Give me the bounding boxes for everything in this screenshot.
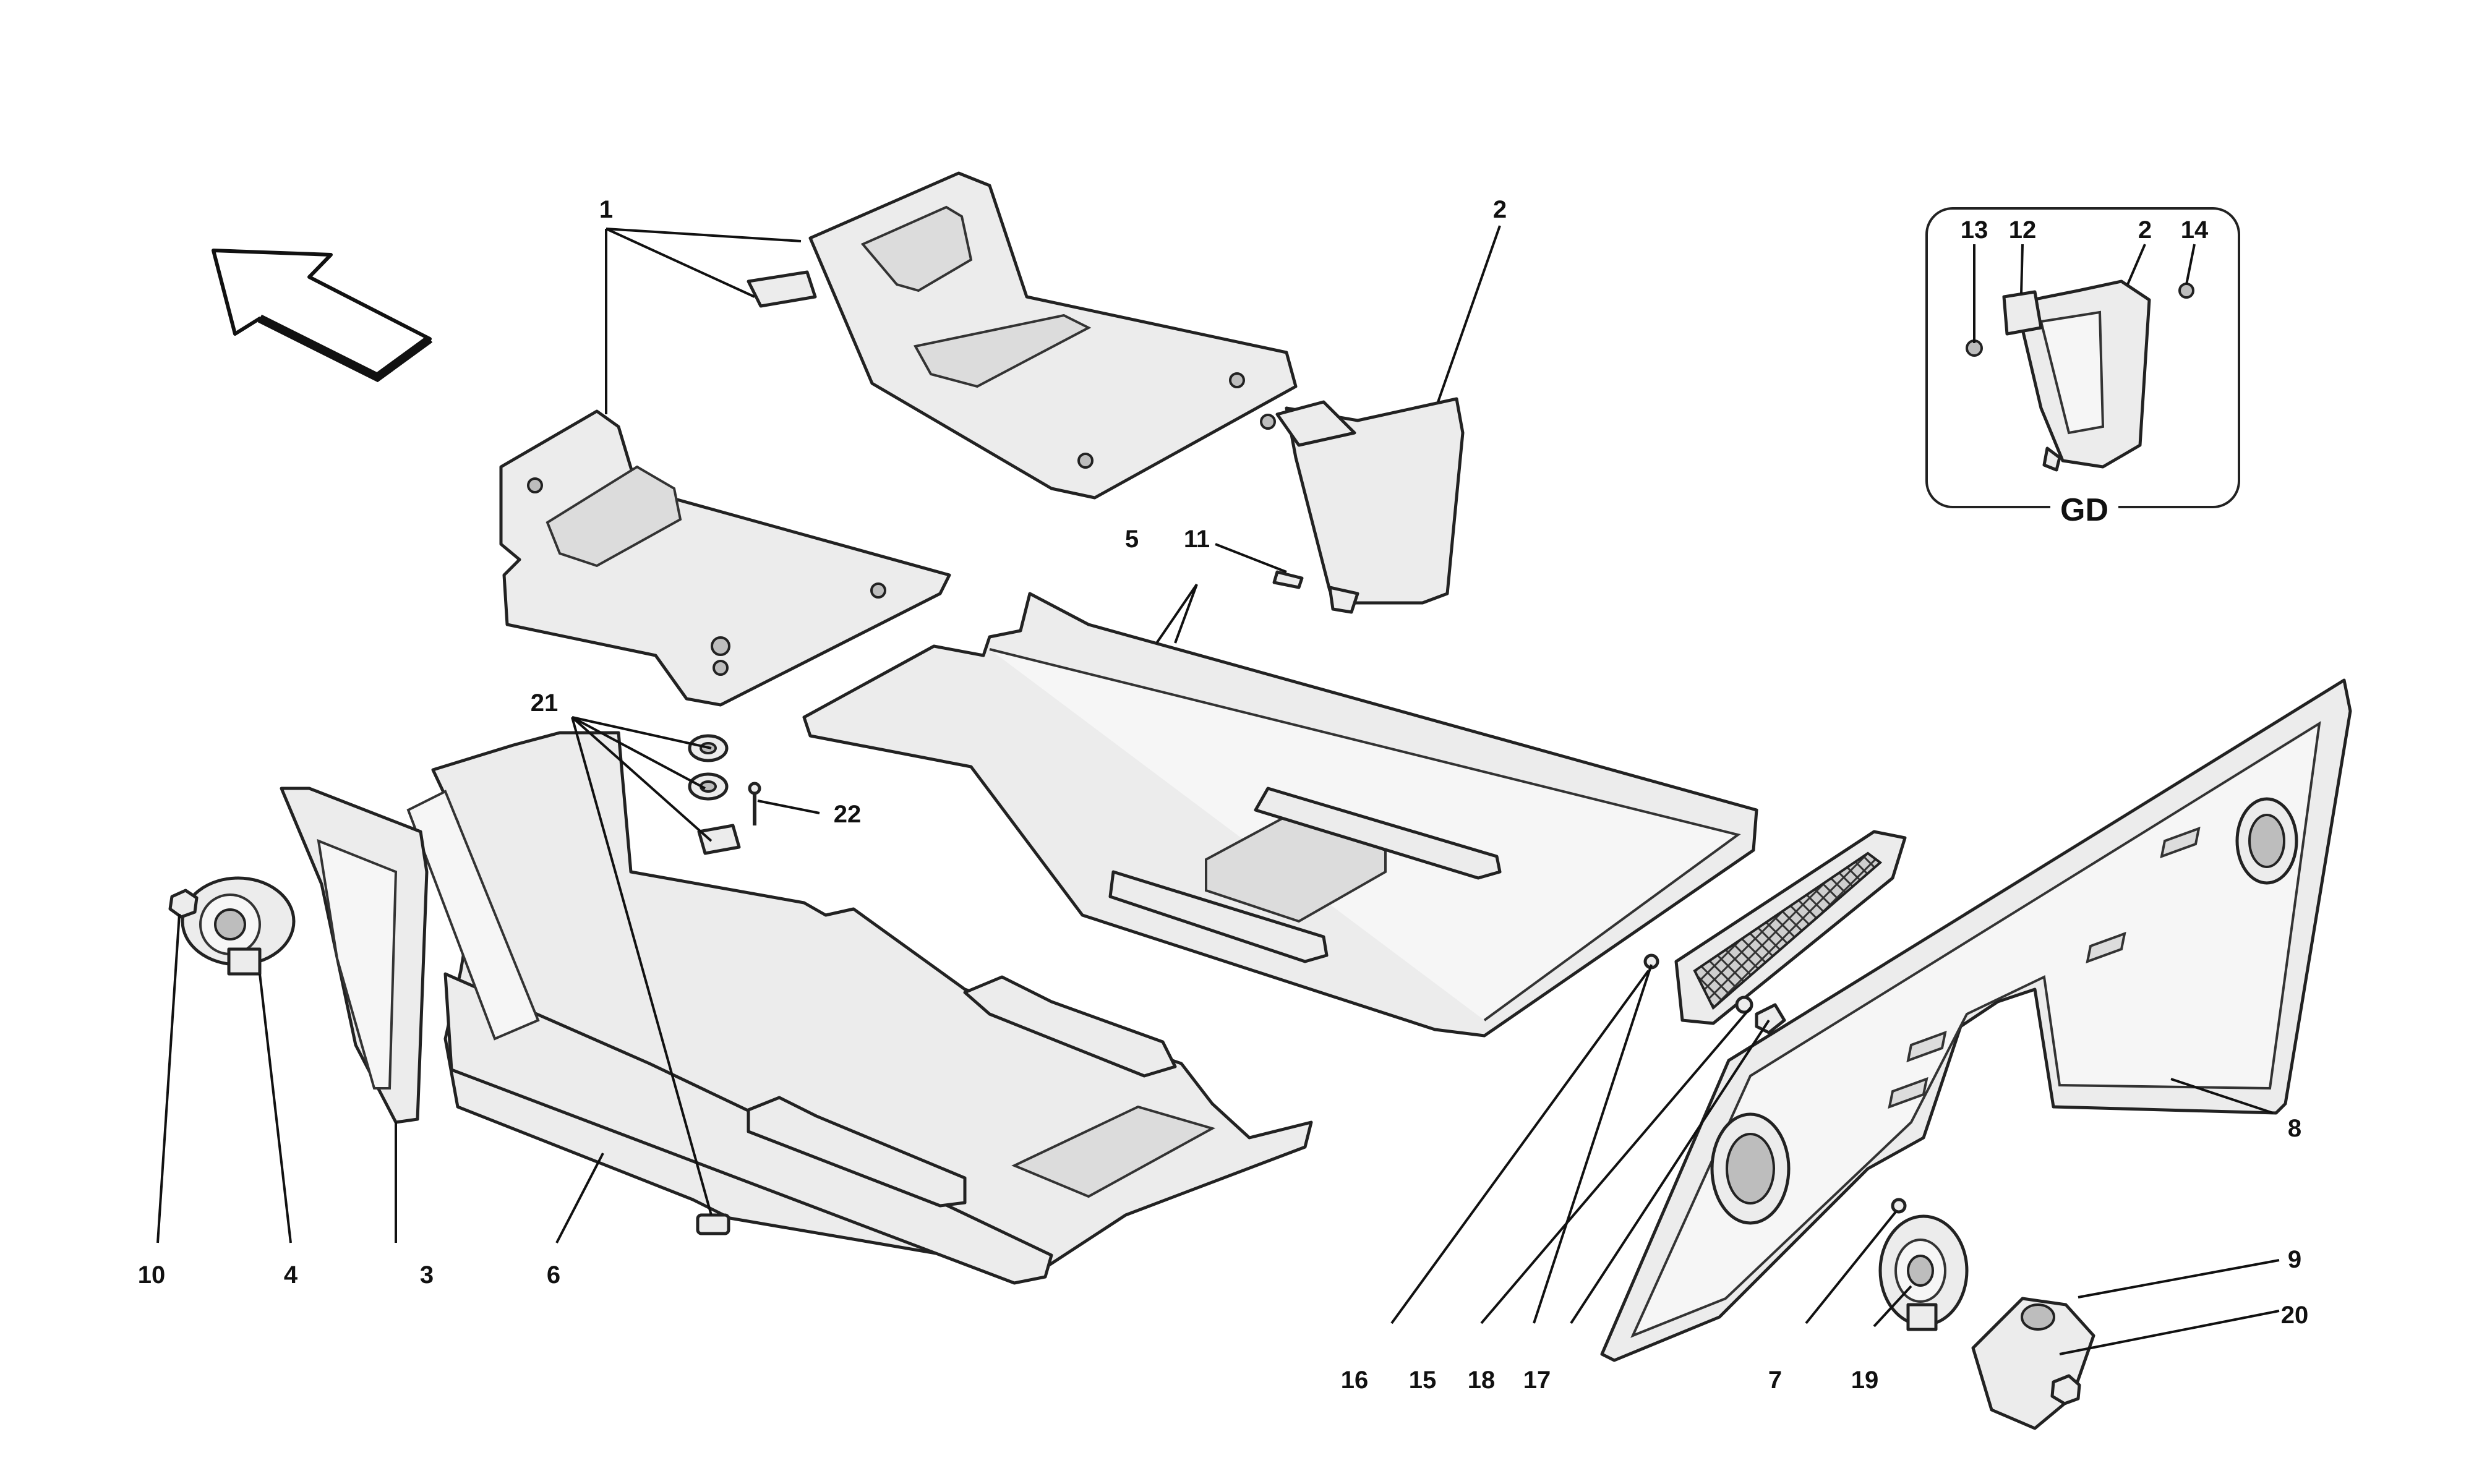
direction-arrow-icon <box>212 249 433 383</box>
callout-21: 21 <box>531 689 559 717</box>
pin-22 <box>748 782 761 825</box>
callout-labels: 1 2 11 5 21 22 8 9 20 16 15 18 17 7 19 6… <box>138 196 2309 1394</box>
leader-lines <box>156 225 2280 1355</box>
callout-6: 6 <box>547 1261 560 1289</box>
callout-2: 2 <box>1493 196 1507 223</box>
callout-2-detail: 2 <box>2138 216 2152 244</box>
callout-18: 18 <box>1468 1367 1496 1394</box>
speaker-right <box>1878 1214 1969 1331</box>
floor-mat-left <box>499 409 951 707</box>
callout-20: 20 <box>2281 1302 2309 1329</box>
callout-22: 22 <box>834 801 862 828</box>
callout-19: 19 <box>1851 1367 1879 1394</box>
callout-1: 1 <box>599 196 613 223</box>
callout-17: 17 <box>1523 1367 1551 1394</box>
callout-5: 5 <box>1125 526 1139 553</box>
callout-7: 7 <box>1768 1367 1782 1394</box>
clip-17-18 <box>1735 996 1786 1034</box>
nut-10 <box>168 889 199 919</box>
callout-14: 14 <box>2181 216 2209 244</box>
floor-mat-right <box>747 171 1298 500</box>
speaker-left <box>181 876 296 976</box>
callout-15: 15 <box>1409 1367 1437 1394</box>
callout-13: 13 <box>1961 216 1988 244</box>
callout-11: 11 <box>1184 526 1210 553</box>
callout-10: 10 <box>138 1261 166 1289</box>
front-floor-carpet <box>406 731 1313 1285</box>
kick-panel <box>1260 397 1465 614</box>
detail-gd-inset: GD <box>1925 207 2240 529</box>
side-trim-panel <box>280 787 429 1124</box>
callout-4: 4 <box>284 1261 298 1289</box>
rear-bulkhead-panel <box>1600 678 2352 1362</box>
callout-12: 12 <box>2009 216 2037 244</box>
callout-9: 9 <box>2288 1246 2301 1273</box>
nut-9 <box>2050 1374 2081 1405</box>
detail-gd-label: GD <box>2060 492 2108 528</box>
callout-16: 16 <box>1341 1367 1369 1394</box>
callout-8: 8 <box>2288 1115 2301 1142</box>
rear-floor-carpet <box>802 592 1758 1038</box>
callout-3: 3 <box>420 1261 434 1289</box>
screw-7 <box>1891 1198 1907 1214</box>
speaker-cover <box>1971 1297 2095 1430</box>
vent-grille <box>1643 830 1907 1025</box>
